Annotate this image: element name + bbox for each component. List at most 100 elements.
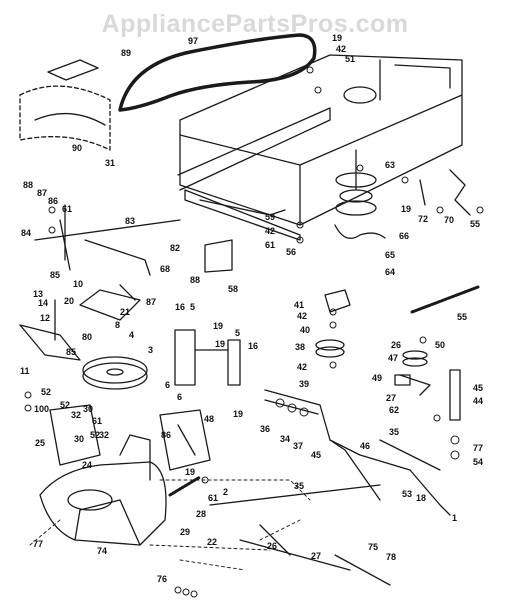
callout-10: 10 bbox=[73, 279, 84, 289]
rear-fender bbox=[19, 59, 111, 151]
bracket-66 bbox=[334, 224, 386, 239]
callout-18: 18 bbox=[416, 493, 427, 503]
callout-76: 76 bbox=[157, 574, 168, 584]
brake-lever bbox=[419, 169, 471, 216]
callout-61: 61 bbox=[62, 204, 73, 214]
callout-82: 82 bbox=[170, 243, 181, 253]
callout-26: 26 bbox=[391, 340, 402, 350]
callout-35: 35 bbox=[389, 427, 400, 437]
watermark: AppliancePartsPros.com bbox=[101, 10, 409, 38]
idler-arm bbox=[174, 329, 241, 386]
callout-63: 63 bbox=[385, 160, 396, 170]
callout-45: 45 bbox=[311, 450, 322, 460]
callout-61: 61 bbox=[208, 493, 219, 503]
callout-65: 65 bbox=[385, 250, 396, 260]
callout-50: 50 bbox=[435, 340, 446, 350]
callout-52: 52 bbox=[60, 400, 71, 410]
callout-52: 52 bbox=[41, 387, 52, 397]
callout-46: 46 bbox=[360, 441, 371, 451]
callout-70: 70 bbox=[444, 215, 455, 225]
transmission-housing bbox=[39, 434, 167, 546]
drive-belt bbox=[118, 33, 317, 112]
callout-3: 3 bbox=[148, 345, 154, 355]
callout-6: 6 bbox=[177, 392, 183, 402]
pulley-stack-63 bbox=[335, 149, 377, 216]
callout-55: 55 bbox=[457, 312, 468, 322]
callout-61: 61 bbox=[92, 416, 103, 426]
callout-40: 40 bbox=[300, 325, 311, 335]
callout-32: 32 bbox=[99, 430, 110, 440]
callout-28: 28 bbox=[196, 509, 207, 519]
part-49 bbox=[394, 374, 411, 386]
callout-74: 74 bbox=[97, 546, 108, 556]
callout-25: 25 bbox=[35, 438, 46, 448]
callout-80: 80 bbox=[82, 332, 93, 342]
callout-86: 86 bbox=[161, 430, 172, 440]
callout-45: 45 bbox=[473, 383, 484, 393]
callout-5: 5 bbox=[190, 302, 196, 312]
hardware bbox=[24, 66, 484, 598]
callout-5: 5 bbox=[235, 328, 241, 338]
callout-68: 68 bbox=[160, 264, 171, 274]
callout-21: 21 bbox=[120, 307, 131, 317]
callout-41: 41 bbox=[294, 300, 305, 310]
callout-31: 31 bbox=[105, 158, 116, 168]
callout-75: 75 bbox=[368, 542, 379, 552]
idler-pulleys bbox=[315, 339, 461, 421]
callout-42: 42 bbox=[297, 362, 308, 372]
callout-35: 35 bbox=[294, 481, 305, 491]
callout-72: 72 bbox=[418, 214, 429, 224]
callout-19: 19 bbox=[401, 204, 412, 214]
callout-38: 38 bbox=[295, 342, 306, 352]
callout-77: 77 bbox=[33, 539, 44, 549]
callout-62: 62 bbox=[389, 405, 400, 415]
callout-20: 20 bbox=[64, 296, 75, 306]
callout-89: 89 bbox=[121, 48, 132, 58]
callout-16: 16 bbox=[175, 302, 186, 312]
callout-6: 6 bbox=[165, 380, 171, 390]
callout-30: 30 bbox=[74, 434, 85, 444]
callout-36: 36 bbox=[260, 424, 271, 434]
callout-61: 61 bbox=[265, 240, 276, 250]
callout-44: 44 bbox=[473, 396, 484, 406]
callout-100: 100 bbox=[34, 404, 50, 414]
callout-30: 30 bbox=[83, 404, 94, 414]
callout-19: 19 bbox=[332, 33, 343, 43]
callout-4: 4 bbox=[129, 330, 135, 340]
callout-19: 19 bbox=[215, 339, 226, 349]
shift-linkage bbox=[19, 204, 181, 361]
bracket-58 bbox=[204, 239, 233, 273]
callout-87: 87 bbox=[146, 297, 157, 307]
callout-58: 58 bbox=[228, 284, 239, 294]
callout-85: 85 bbox=[66, 347, 77, 357]
callout-87: 87 bbox=[37, 188, 48, 198]
callout-97: 97 bbox=[188, 36, 199, 46]
callout-55: 55 bbox=[470, 219, 481, 229]
callout-88: 88 bbox=[190, 275, 201, 285]
transmission-pulley bbox=[82, 356, 148, 390]
bracket-41 bbox=[324, 289, 351, 313]
callout-29: 29 bbox=[180, 527, 191, 537]
callout-14: 14 bbox=[38, 298, 49, 308]
callout-1: 1 bbox=[452, 513, 458, 523]
callout-27: 27 bbox=[311, 551, 322, 561]
callout-78: 78 bbox=[386, 552, 397, 562]
callout-24: 24 bbox=[82, 460, 93, 470]
callout-32: 32 bbox=[71, 410, 82, 420]
callout-56: 56 bbox=[286, 247, 297, 257]
clutch-rod bbox=[264, 389, 451, 516]
callout-19: 19 bbox=[213, 321, 224, 331]
callout-19: 19 bbox=[185, 467, 196, 477]
callout-19: 19 bbox=[233, 409, 244, 419]
callout-53: 53 bbox=[402, 489, 413, 499]
callout-84: 84 bbox=[21, 228, 32, 238]
chassis-frame bbox=[177, 54, 463, 241]
callout-64: 64 bbox=[385, 267, 396, 277]
callout-16: 16 bbox=[248, 341, 259, 351]
callout-90: 90 bbox=[72, 143, 83, 153]
callout-8: 8 bbox=[115, 320, 121, 330]
callout-86: 86 bbox=[48, 196, 59, 206]
callout-52: 52 bbox=[90, 430, 101, 440]
callout-11: 11 bbox=[20, 366, 30, 376]
